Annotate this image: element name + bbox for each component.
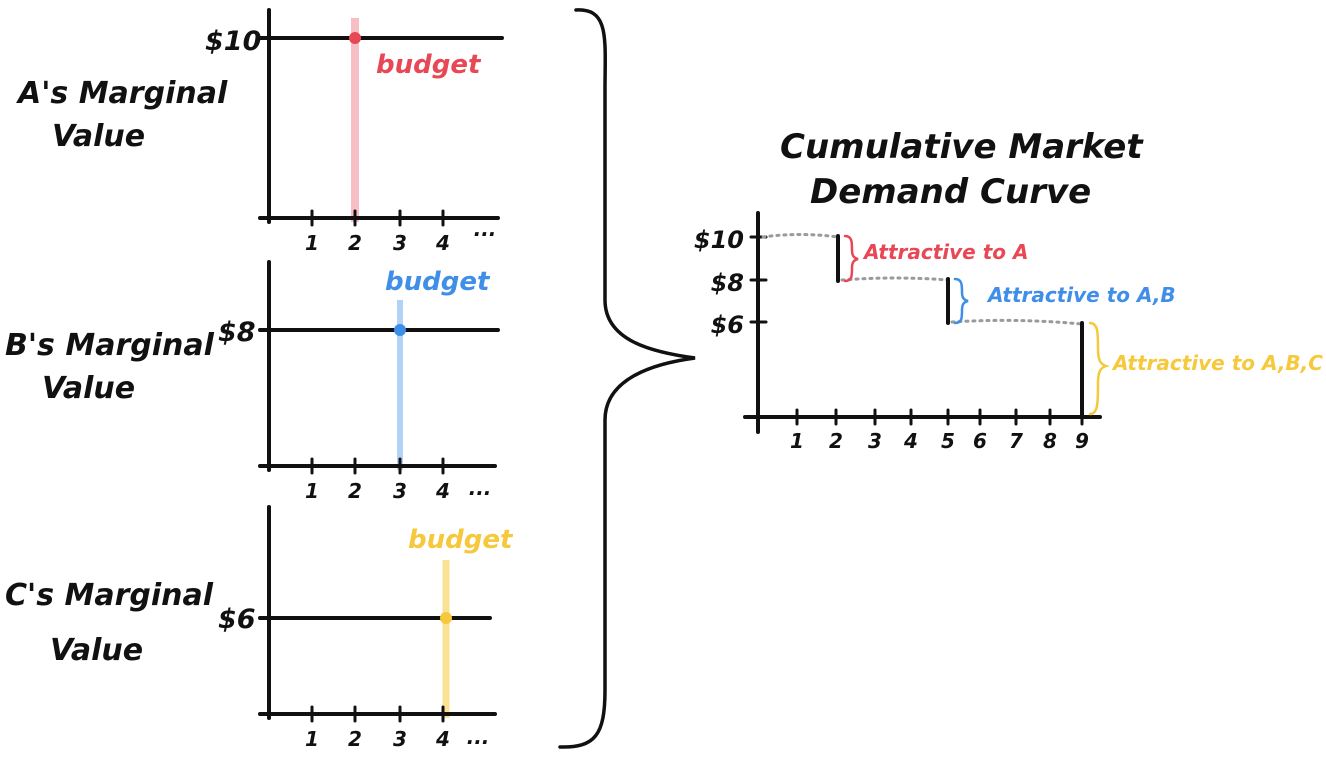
panel-c-tick-label: 1	[305, 727, 319, 751]
cumulative-x-label: 6	[973, 429, 987, 453]
panel-c-tick-label: ...	[467, 725, 490, 749]
step-a-label: Attractive to A	[862, 240, 1028, 264]
panel-a: A's Marginal Value $10 budget 1 2 3 4 ..…	[16, 8, 504, 255]
panel-a-tick-label: 3	[393, 231, 407, 255]
panel-c-budget-point	[440, 612, 452, 624]
brace-c	[1088, 321, 1110, 416]
panel-b-tick-label: 1	[305, 479, 319, 503]
panel-c-tick-label: 3	[393, 727, 407, 751]
panel-c-price-label: $6	[218, 604, 256, 635]
panel-b-tick-label: 2	[348, 479, 362, 503]
panel-a-tick-label: 1	[305, 231, 319, 255]
panel-b-title-line2: Value	[42, 371, 135, 406]
step-b-label: Attractive to A,B	[986, 283, 1176, 307]
panel-c-title-line2: Value	[50, 633, 143, 668]
cumulative-x-label: 1	[790, 429, 804, 453]
panel-a-budget-label: budget	[376, 50, 482, 80]
cumulative-title-line1: Cumulative Market	[780, 127, 1144, 167]
panel-b-price-label: $8	[218, 317, 256, 348]
cumulative-x-label: 5	[941, 429, 955, 453]
step-c-label: Attractive to A,B,C	[1111, 351, 1323, 375]
panel-c-tick-label: 2	[348, 727, 362, 751]
panel-b: B's Marginal Value $8 budget 1 2 3 4 ...	[5, 260, 500, 503]
panel-a-budget-point	[349, 32, 361, 44]
cumulative-x-label: 9	[1075, 429, 1089, 453]
panel-b-budget-label: budget	[385, 267, 491, 297]
combine-brace	[558, 8, 696, 749]
cumulative-x-label: 2	[829, 429, 843, 453]
panel-a-price-label: $10	[205, 26, 261, 57]
panel-b-budget-point	[394, 324, 406, 336]
cumulative-x-label: 4	[903, 429, 918, 453]
cumulative-x-label: 3	[868, 429, 882, 453]
cumulative-connector	[950, 318, 1084, 326]
cumulative-y-label: $10	[694, 226, 744, 254]
cumulative-chart: Cumulative Market Demand Curve $10 $8 $6…	[694, 127, 1323, 453]
panel-b-tick-label: 4	[435, 479, 450, 503]
cumulative-title-line2: Demand Curve	[810, 172, 1091, 212]
panel-c: C's Marginal Value $6 budget 1 2 3 4 ...	[5, 505, 514, 751]
panel-c-tick-label: 4	[435, 727, 450, 751]
panel-a-tick-label: 4	[435, 231, 450, 255]
panel-a-tick-label: 2	[348, 231, 362, 255]
cumulative-x-label: 7	[1009, 429, 1023, 453]
brace-b	[953, 277, 969, 325]
panel-a-title-line1: A's Marginal	[16, 76, 228, 111]
cumulative-y-label: $6	[711, 311, 744, 339]
cumulative-y-label: $8	[711, 269, 744, 297]
cumulative-connector	[761, 233, 840, 239]
cumulative-x-label: 8	[1043, 429, 1057, 453]
panel-c-budget-label: budget	[408, 525, 514, 555]
panel-a-title-line2: Value	[52, 119, 145, 154]
panel-b-tick-label: ...	[469, 476, 492, 500]
panel-a-tick-label: ...	[474, 217, 497, 241]
panel-c-title-line1: C's Marginal	[5, 578, 214, 613]
panel-b-tick-label: 3	[393, 479, 407, 503]
panel-b-title-line1: B's Marginal	[5, 328, 215, 363]
brace-a	[843, 234, 859, 283]
cumulative-connector	[840, 276, 950, 282]
